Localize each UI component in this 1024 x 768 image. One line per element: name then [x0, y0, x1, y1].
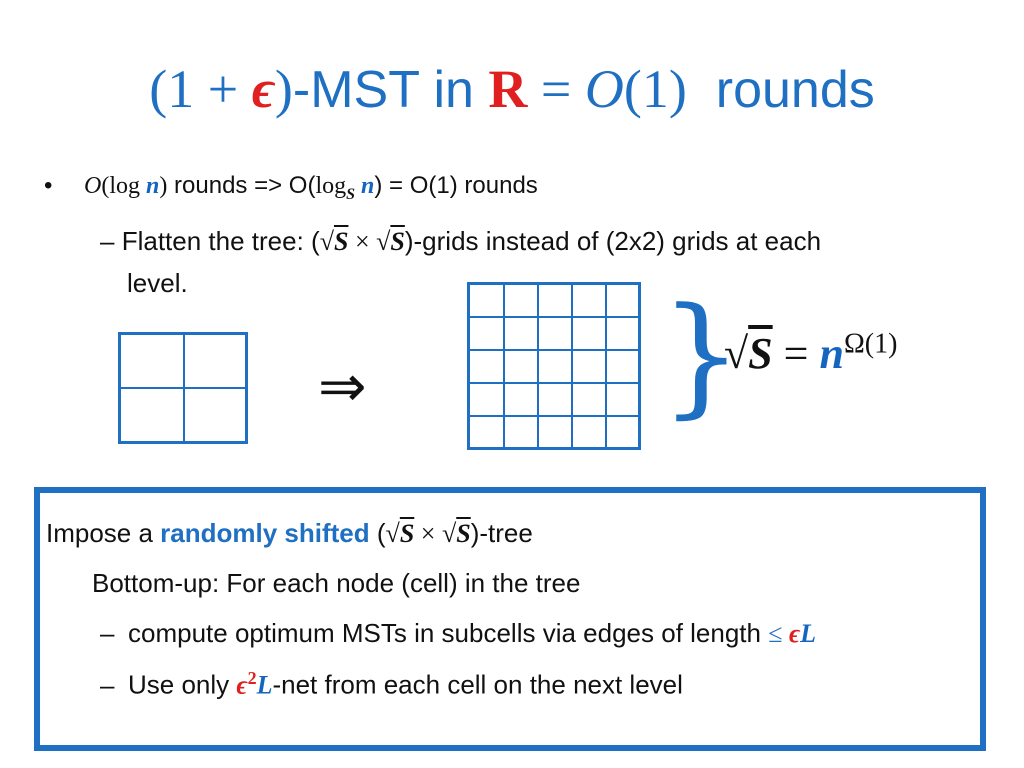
- grid-line: [605, 285, 607, 447]
- sub1-text-b: )-grids instead of (2x2) grids at each: [404, 226, 822, 256]
- bullet1-text-b: ) = O(1) rounds: [374, 172, 538, 199]
- subbullet-flatten-cont: level.: [127, 268, 188, 298]
- bullet1-n: n: [146, 173, 160, 199]
- title-close: ): [274, 59, 293, 119]
- bullet1-text-a: rounds => O(: [167, 172, 316, 199]
- sqrt-symbol: √: [385, 519, 400, 548]
- bullet1-log: (log: [101, 173, 147, 199]
- box3-L: L: [800, 619, 817, 648]
- box-dash: –: [100, 669, 115, 700]
- box1-S2: S: [456, 519, 471, 548]
- box4-L: L: [256, 670, 273, 700]
- grid-2x2-diagram: [118, 332, 248, 444]
- curly-brace: }: [660, 279, 743, 431]
- sqrt-symbol: √: [724, 329, 749, 378]
- box1-text-a: Impose a: [46, 518, 161, 548]
- title-text1: -MST in: [292, 61, 489, 119]
- eq-S: S: [748, 329, 773, 378]
- subbullet-dash: –: [100, 226, 115, 256]
- title-R: R: [488, 59, 528, 119]
- bullet-rounds: •O(log n) rounds => O(logS n) = O(1) rou…: [44, 172, 538, 204]
- bullet-marker: •: [44, 172, 53, 199]
- bullet1-close: ): [159, 173, 168, 199]
- box-dash: –: [100, 618, 115, 648]
- box4-text-a: Use only: [128, 669, 237, 700]
- grid-line: [470, 349, 638, 351]
- box3-epsilon: ϵ: [788, 619, 801, 648]
- box-line-bottomup: Bottom-up: For each node (cell) in the t…: [92, 568, 581, 598]
- implies-arrow: ⇒: [318, 352, 367, 420]
- eq-exponent: Ω(1): [843, 328, 898, 360]
- bullet1-log-base: log: [315, 173, 347, 199]
- box-line-compute: –compute optimum MSTs in subcells via ed…: [100, 618, 816, 649]
- grid-sqrtS-diagram: [467, 282, 641, 450]
- sqrt-symbol: √: [441, 519, 457, 548]
- title-text2: rounds: [686, 61, 875, 119]
- sub1-text-a: Flatten the tree: (: [121, 226, 320, 256]
- box3-leq: ≤: [768, 619, 789, 648]
- box1-S1: S: [399, 519, 415, 548]
- box1-highlight: randomly shifted: [160, 518, 370, 548]
- eq-n: n: [819, 329, 844, 378]
- sqrt-symbol: √: [319, 227, 334, 256]
- sub1-S1: S: [333, 227, 349, 256]
- box-line-use: –Use only ϵ2L-net from each cell on the …: [100, 668, 683, 701]
- grid-line: [571, 285, 573, 447]
- sqrt-symbol: √: [376, 227, 391, 256]
- title-open: (1 +: [149, 59, 252, 119]
- title-one: (1): [623, 59, 687, 119]
- bullet1-O: O: [84, 173, 102, 199]
- times-symbol: ×: [348, 227, 377, 256]
- bullet1-n2: n: [355, 173, 375, 199]
- box4-text-b: -net from each cell on the next level: [272, 669, 683, 700]
- box4-square: 2: [247, 668, 257, 688]
- grid-line: [537, 285, 539, 447]
- box1-text-c: (: [369, 518, 386, 548]
- sub1-S2: S: [390, 227, 405, 256]
- subbullet-flatten: – Flatten the tree: (√S × √S)-grids inst…: [100, 226, 821, 257]
- box-line-impose: Impose a randomly shifted (√S × √S)-tree: [46, 518, 533, 549]
- title-epsilon: ϵ: [251, 59, 275, 119]
- eq-equals: =: [772, 329, 820, 378]
- box1-text-d: )-tree: [470, 518, 533, 548]
- grid-line: [470, 316, 638, 318]
- grid-line: [470, 382, 638, 384]
- box4-epsilon: ϵ: [236, 670, 248, 700]
- grid-line: [121, 387, 245, 389]
- box3-text: compute optimum MSTs in subcells via edg…: [128, 618, 769, 648]
- grid-line: [503, 285, 505, 447]
- grid-line: [470, 415, 638, 417]
- times-symbol: ×: [414, 519, 442, 548]
- slide-title: (1 + ϵ)-MST in R = O(1) rounds: [0, 58, 1024, 120]
- sqrtS-equation: √S = nΩ(1): [724, 328, 897, 379]
- title-eq: =: [527, 59, 585, 119]
- title-O: O: [584, 59, 624, 119]
- algorithm-box: [34, 487, 986, 751]
- bullet1-sub-S: S: [346, 185, 356, 203]
